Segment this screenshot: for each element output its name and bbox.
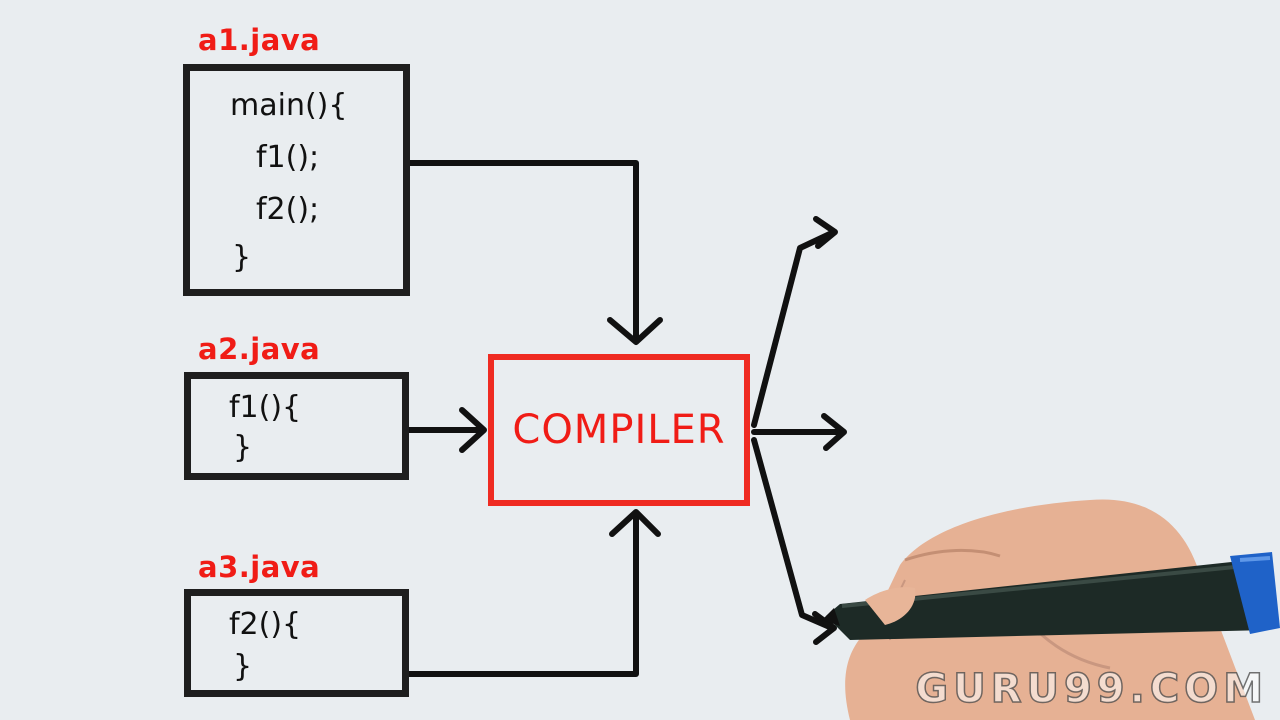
- code-box-a1: main(){ f1(); f2(); }: [183, 64, 410, 296]
- arrowhead-a2: [459, 407, 487, 453]
- file-label-a1: a1.java: [198, 23, 321, 57]
- compiler-box: COMPILER: [488, 354, 750, 506]
- compiler-label: COMPILER: [512, 407, 726, 453]
- output-arrow-top: [751, 229, 837, 428]
- code-line: f1(){: [229, 390, 302, 425]
- arrowhead-a3: [609, 509, 661, 537]
- arrow-a3-to-compiler: [405, 511, 639, 677]
- arrow-a1-to-compiler: [405, 160, 639, 343]
- arrowhead-a1: [607, 317, 663, 345]
- code-line: }: [232, 240, 252, 275]
- code-line: f2(){: [229, 607, 302, 642]
- code-line: }: [233, 649, 253, 684]
- output-arrowhead-middle: [821, 413, 847, 451]
- code-line: f1();: [256, 140, 320, 175]
- code-box-a3: f2(){ }: [184, 589, 409, 697]
- output-arrow-bottom: [751, 437, 835, 631]
- code-box-a2: f1(){ }: [184, 372, 409, 480]
- code-line: }: [233, 430, 253, 465]
- code-line: f2();: [256, 192, 320, 227]
- output-arrowhead-bottom: [812, 611, 837, 645]
- watermark-text: GURU99.COM: [915, 665, 1268, 713]
- file-label-a3: a3.java: [198, 550, 321, 584]
- code-line: main(){: [230, 88, 348, 123]
- file-label-a2: a2.java: [198, 332, 321, 366]
- output-arrowhead-top: [813, 216, 838, 249]
